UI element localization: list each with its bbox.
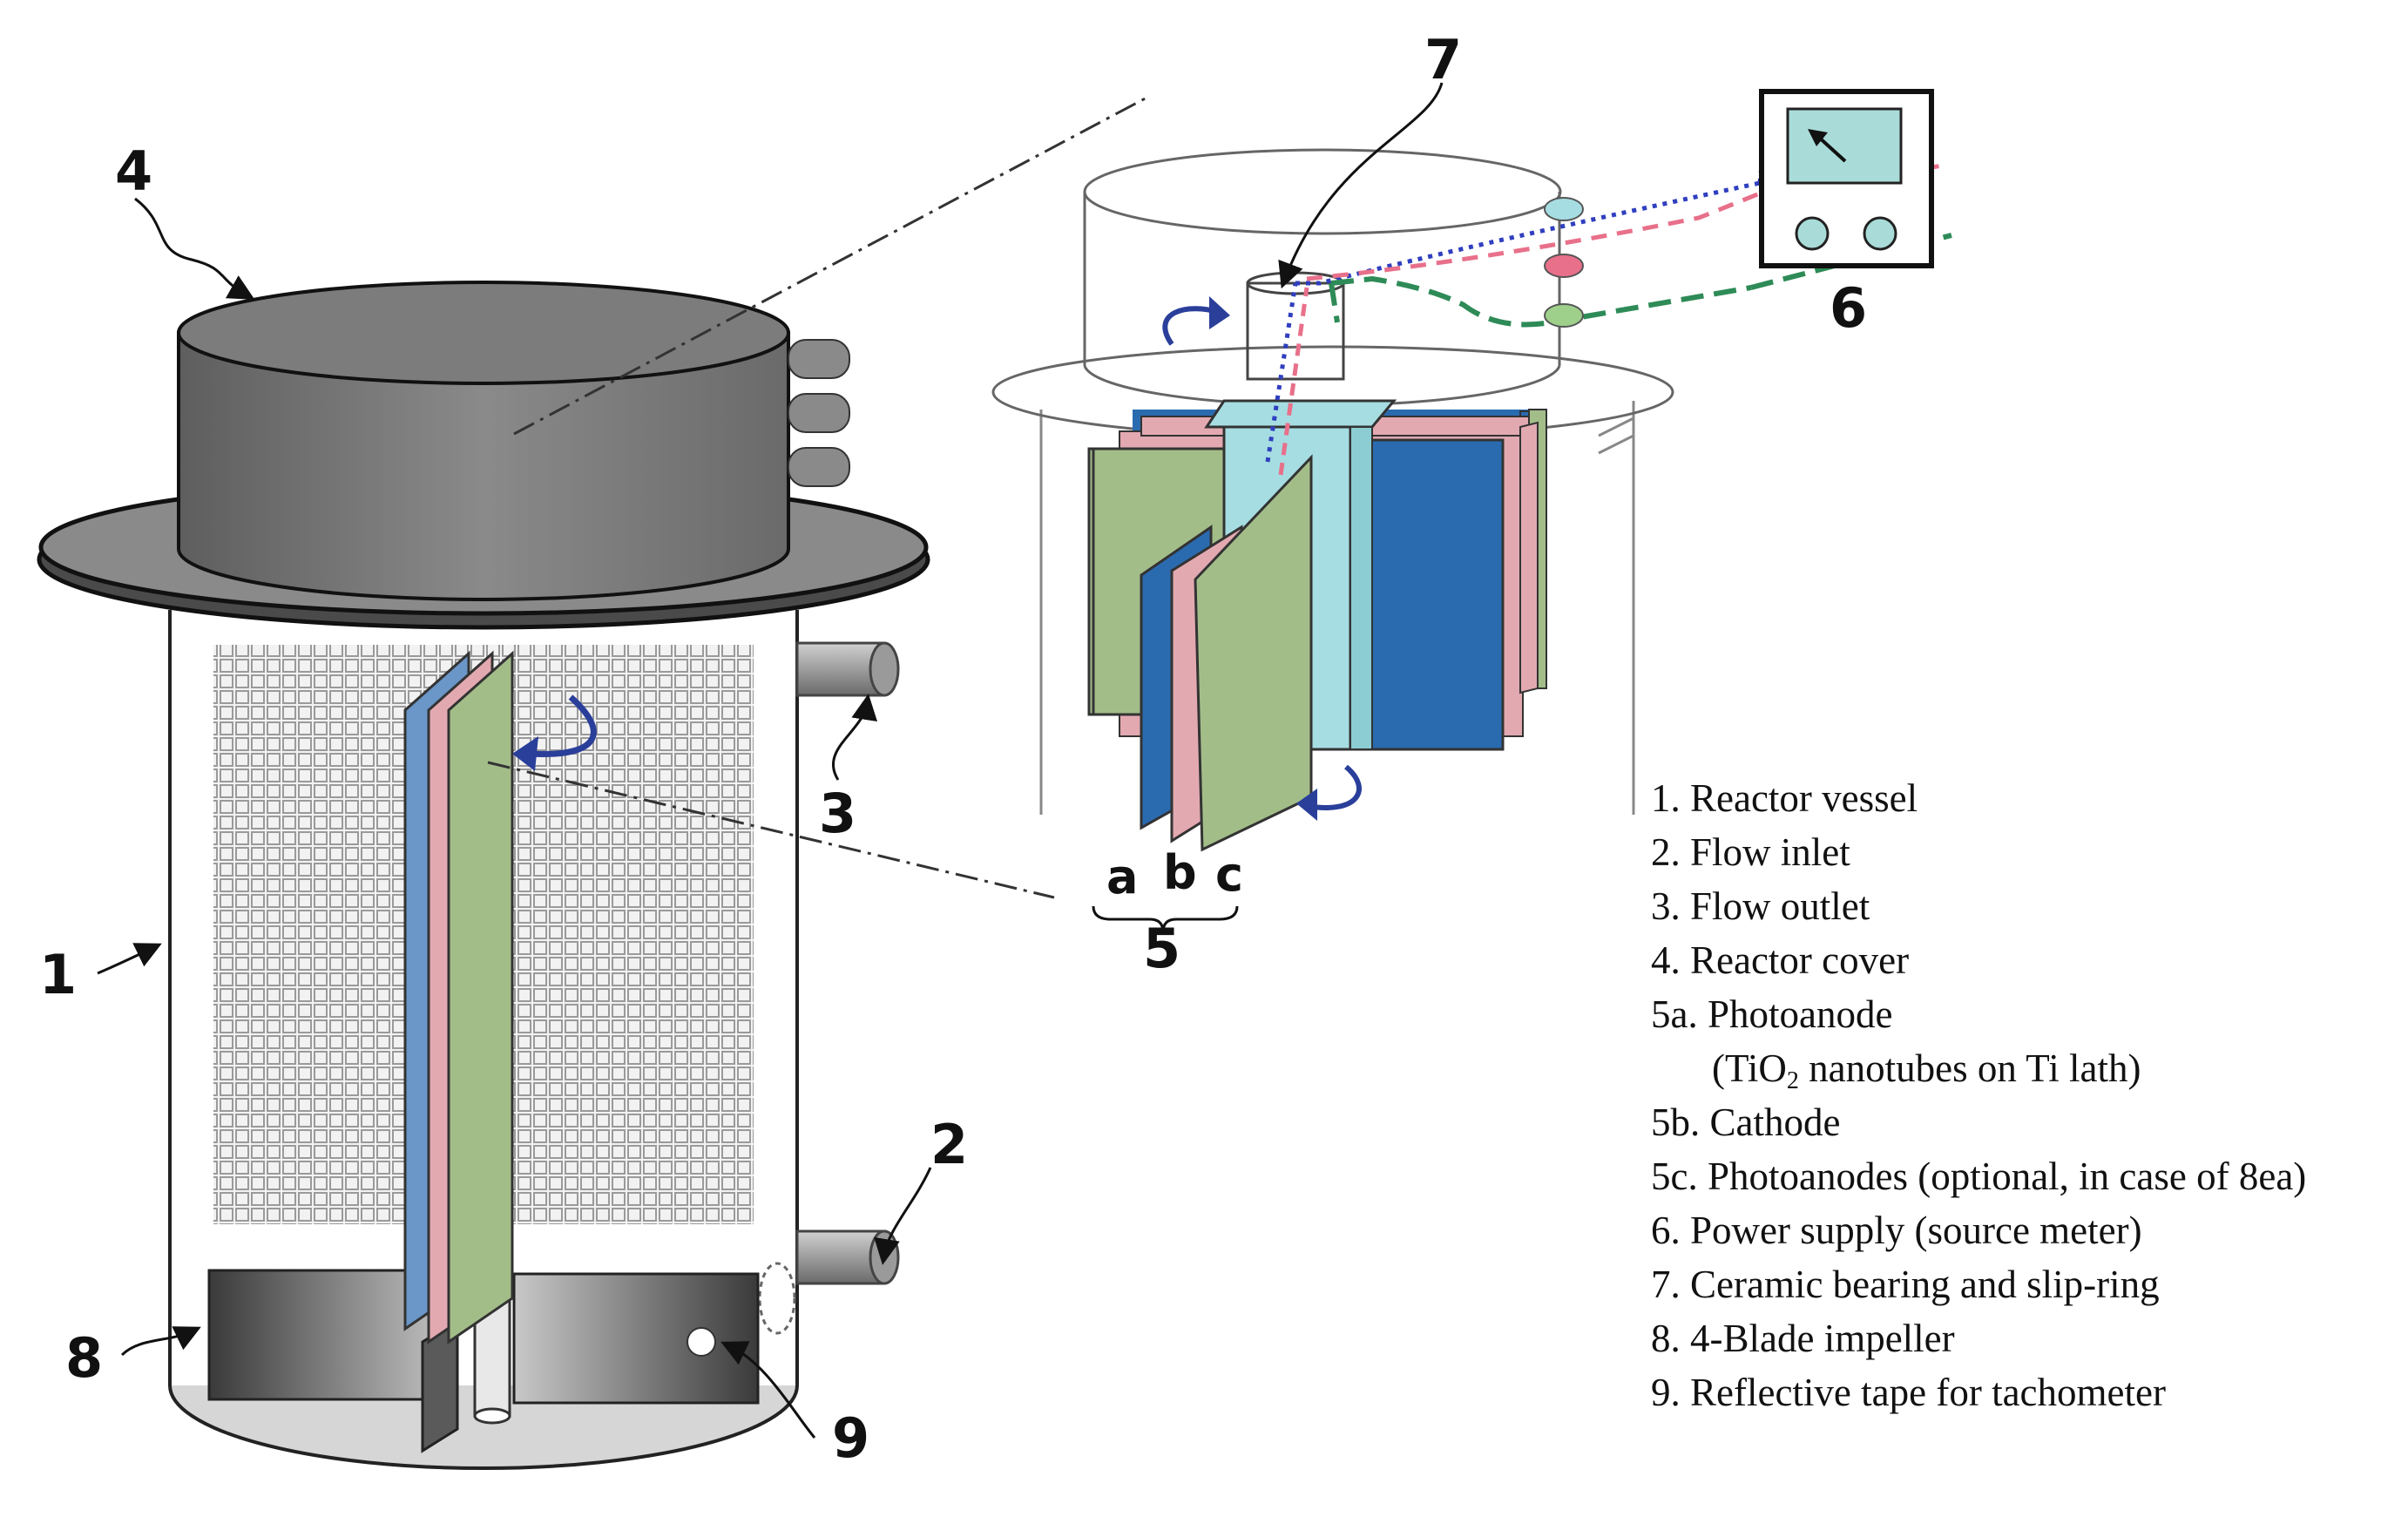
electrodes-left (403, 650, 514, 1344)
reactor-cover (37, 281, 930, 630)
legend-item-3: 3. Flow outlet (1651, 884, 1870, 928)
zoom-lines (487, 94, 1151, 899)
legend-item-7: 7. Ceramic bearing and slip-ring (1651, 1263, 2160, 1306)
legend-item-2: 2. Flow inlet (1651, 830, 1850, 874)
inset-reactor (991, 148, 1674, 852)
meter-screen (1786, 107, 1903, 185)
legend: 1. Reactor vessel 2. Flow inlet 3. Flow … (1651, 771, 2400, 1419)
label-7: 7 (1424, 28, 1462, 91)
legend-item-4: 4. Reactor cover (1651, 938, 1910, 982)
label-8: 8 (65, 1326, 103, 1390)
label-c: c (1215, 847, 1243, 902)
legend-item-1: 1. Reactor vessel (1651, 776, 1918, 820)
legend-item-5a: 5a. Photoanode (1651, 992, 1893, 1036)
legend-item-5b: 5b. Cathode (1651, 1101, 1841, 1144)
legend-item-8: 8. 4-Blade impeller (1651, 1317, 1955, 1360)
label-a: a (1106, 850, 1138, 904)
legend-item-5a-detail: (TiO2 nanotubes on Ti lath) (1712, 1046, 2141, 1094)
reflective-tape (687, 1327, 716, 1357)
cover-pipes (788, 339, 850, 487)
flow-outlet-pipe (795, 641, 900, 697)
label-9: 9 (832, 1406, 869, 1470)
meter-knob-right (1863, 216, 1897, 251)
legend-item-9: 9. Reflective tape for tachometer (1651, 1371, 2166, 1414)
power-supply (1759, 89, 1934, 268)
legend-item-5c: 5c. Photoanodes (optional, in case of 8e… (1651, 1155, 2307, 1198)
meter-knob-left (1795, 216, 1830, 251)
label-6: 6 (1830, 276, 1867, 340)
label-5: 5 (1143, 917, 1180, 980)
label-3: 3 (819, 782, 856, 845)
label-b: b (1163, 845, 1197, 900)
callouts: 4 3 1 2 8 9 7 6 a b c 5 (39, 28, 1867, 1470)
label-1: 1 (39, 943, 77, 1006)
rotation-arrow-bottom (1306, 764, 1362, 810)
legend-item-6: 6. Power supply (source meter) (1651, 1209, 2142, 1252)
label-2: 2 (930, 1113, 968, 1176)
label-4: 4 (115, 139, 152, 203)
rotation-arrow-left (526, 694, 597, 758)
brace-5 (1092, 905, 1239, 933)
